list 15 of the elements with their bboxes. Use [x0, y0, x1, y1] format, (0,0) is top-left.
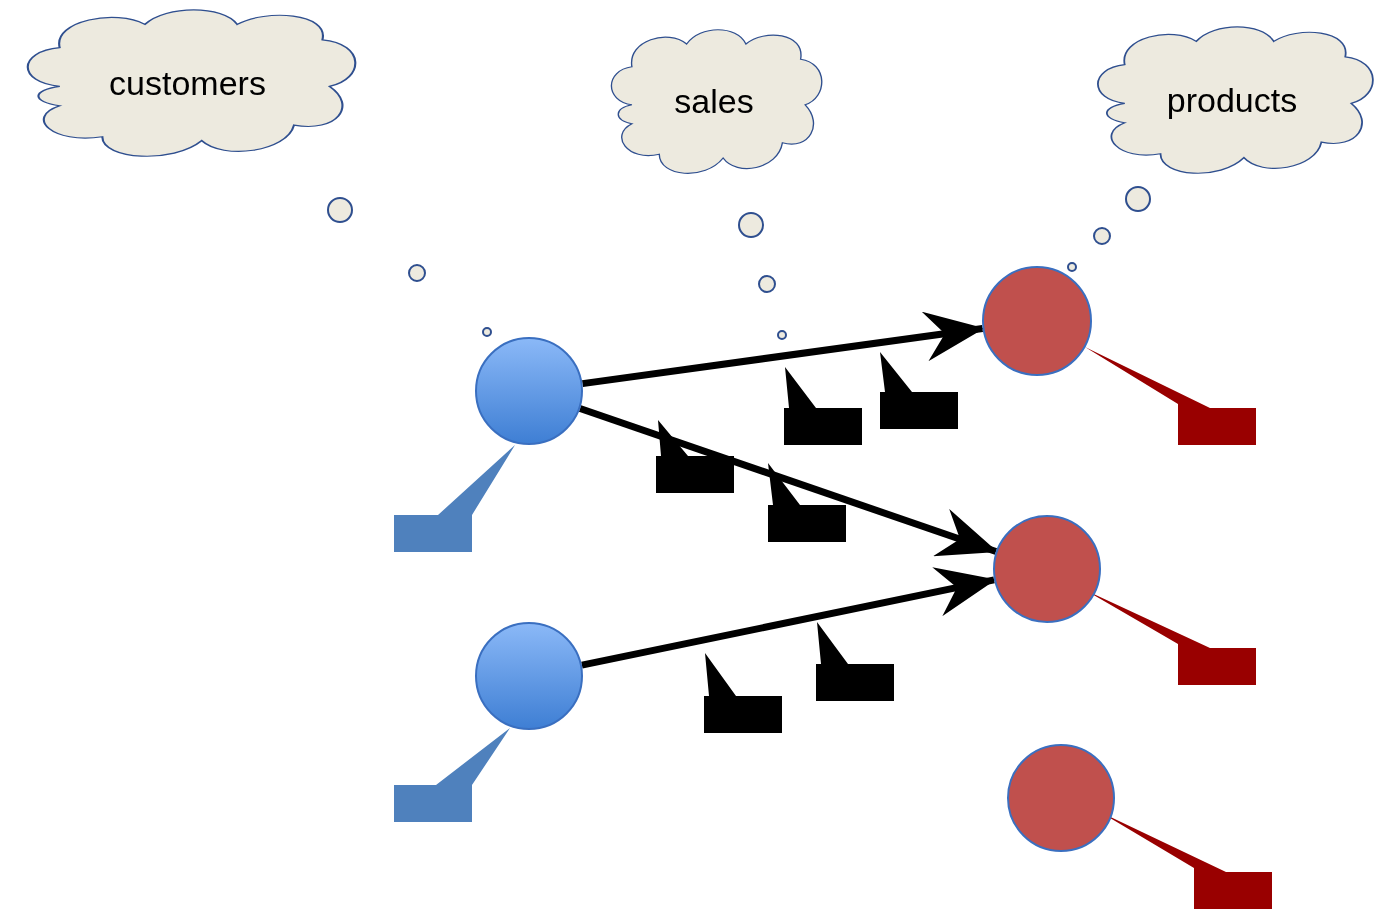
- empty-callout: [784, 367, 862, 445]
- cloud-label: customers: [109, 63, 266, 102]
- empty-callout: [816, 622, 894, 701]
- empty-callout: [394, 445, 515, 552]
- cloud-label: products: [1166, 80, 1298, 119]
- empty-callout: [704, 653, 782, 733]
- arrow: [582, 311, 985, 388]
- empty-callout: [768, 463, 846, 542]
- empty-callout: [394, 728, 510, 822]
- empty-callout: [880, 352, 958, 429]
- empty-callout: [656, 420, 734, 493]
- cloud-label: sales: [674, 81, 754, 121]
- empty-callout: [1085, 347, 1256, 445]
- arrow: [578, 405, 998, 557]
- arrow: [581, 567, 997, 669]
